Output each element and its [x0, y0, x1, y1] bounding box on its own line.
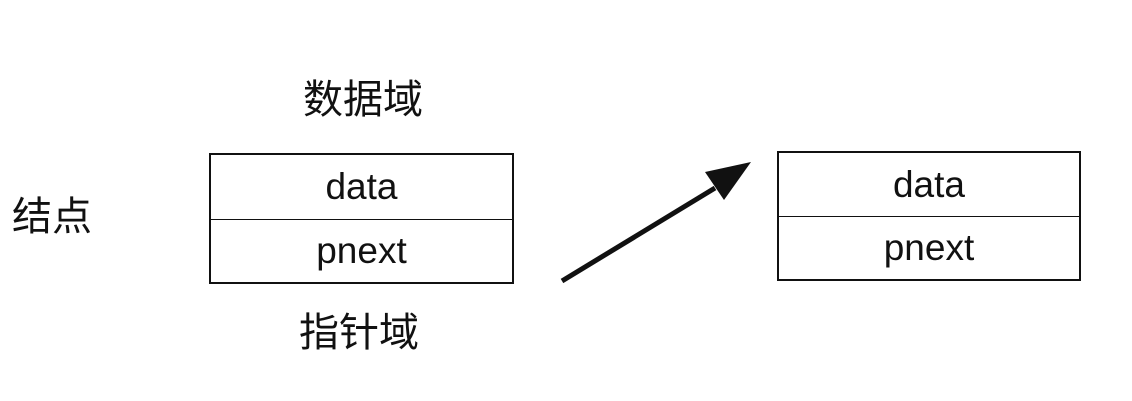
arrow-shaft — [560, 185, 717, 284]
arrow-head — [705, 162, 751, 200]
node-1-data-cell: data — [211, 155, 512, 220]
data-field-label: 数据域 — [303, 77, 423, 123]
node-box-2: data pnext — [777, 151, 1081, 281]
node-box-1: data pnext — [209, 153, 514, 284]
node-2-data-cell: data — [779, 153, 1079, 217]
node-label: 结点 — [12, 194, 92, 240]
arrow-icon — [560, 162, 751, 284]
node-1-pointer-cell: pnext — [316, 229, 407, 271]
pointer-field-label: 指针域 — [299, 310, 419, 356]
node-2-pointer-cell: pnext — [883, 227, 975, 268]
